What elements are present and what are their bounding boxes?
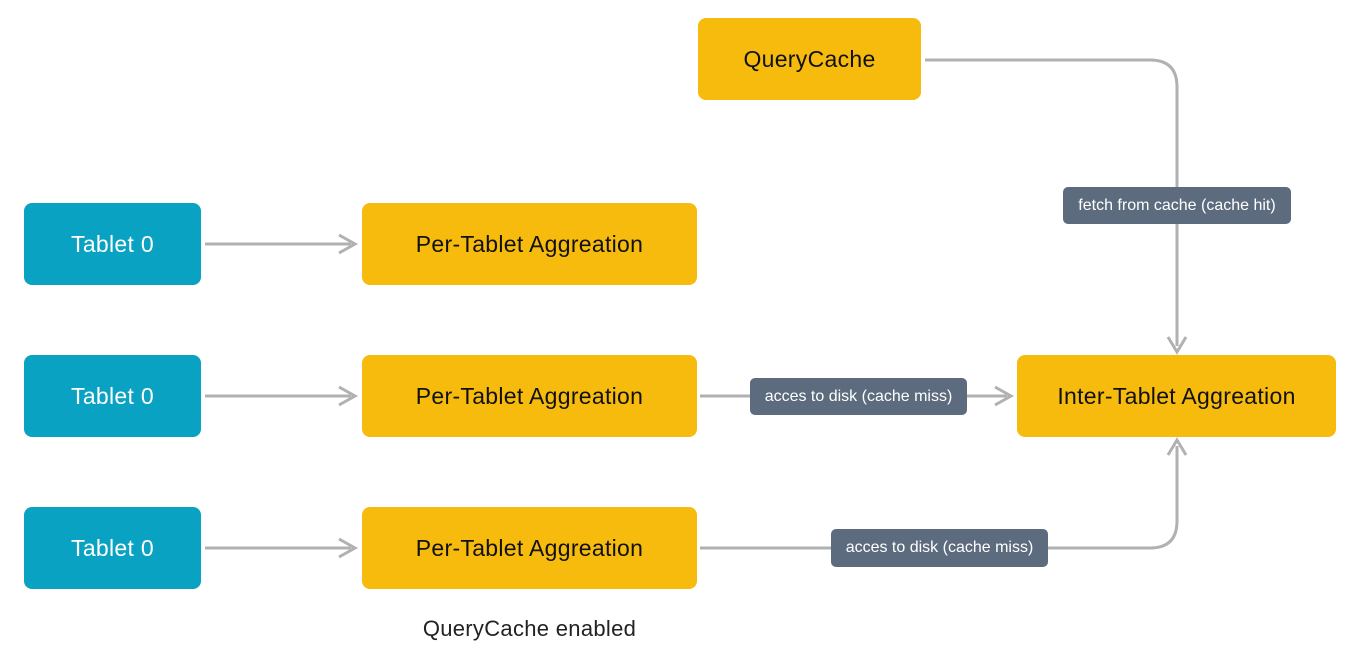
node-query-cache: QueryCache: [698, 18, 921, 100]
diagram-caption: QueryCache enabled: [422, 616, 637, 641]
edge-label-cache-hit: fetch from cache (cache hit): [1063, 187, 1291, 224]
arrowhead-tablet3-to-pertablet3: [338, 537, 359, 559]
arrow-pertablet3-to-intertablet: [700, 446, 1179, 550]
arrowhead-tablet2-to-pertablet2: [338, 385, 359, 407]
node-per-tablet-aggregation-row2: Per-Tablet Aggreation: [362, 355, 697, 437]
arrow-querycache-to-intertablet: [925, 58, 1179, 346]
arrowhead-querycache-to-intertablet: [1166, 336, 1188, 355]
node-per-tablet-aggregation-row1: Per-Tablet Aggreation: [362, 203, 697, 285]
node-tablet-row2: Tablet 0: [24, 355, 201, 437]
edge-label-cache-miss-row3: acces to disk (cache miss): [831, 529, 1048, 567]
node-per-tablet-aggregation-row3: Per-Tablet Aggreation: [362, 507, 697, 589]
arrowhead-pertablet3-to-intertablet: [1166, 437, 1188, 456]
node-inter-tablet-aggregation: Inter-Tablet Aggreation: [1017, 355, 1336, 437]
arrowhead-tablet1-to-pertablet1: [338, 233, 359, 255]
arrowhead-pertablet2-to-intertablet: [994, 385, 1015, 407]
node-tablet-row1: Tablet 0: [24, 203, 201, 285]
edge-label-cache-miss-row2: acces to disk (cache miss): [750, 378, 967, 415]
node-tablet-row3: Tablet 0: [24, 507, 201, 589]
